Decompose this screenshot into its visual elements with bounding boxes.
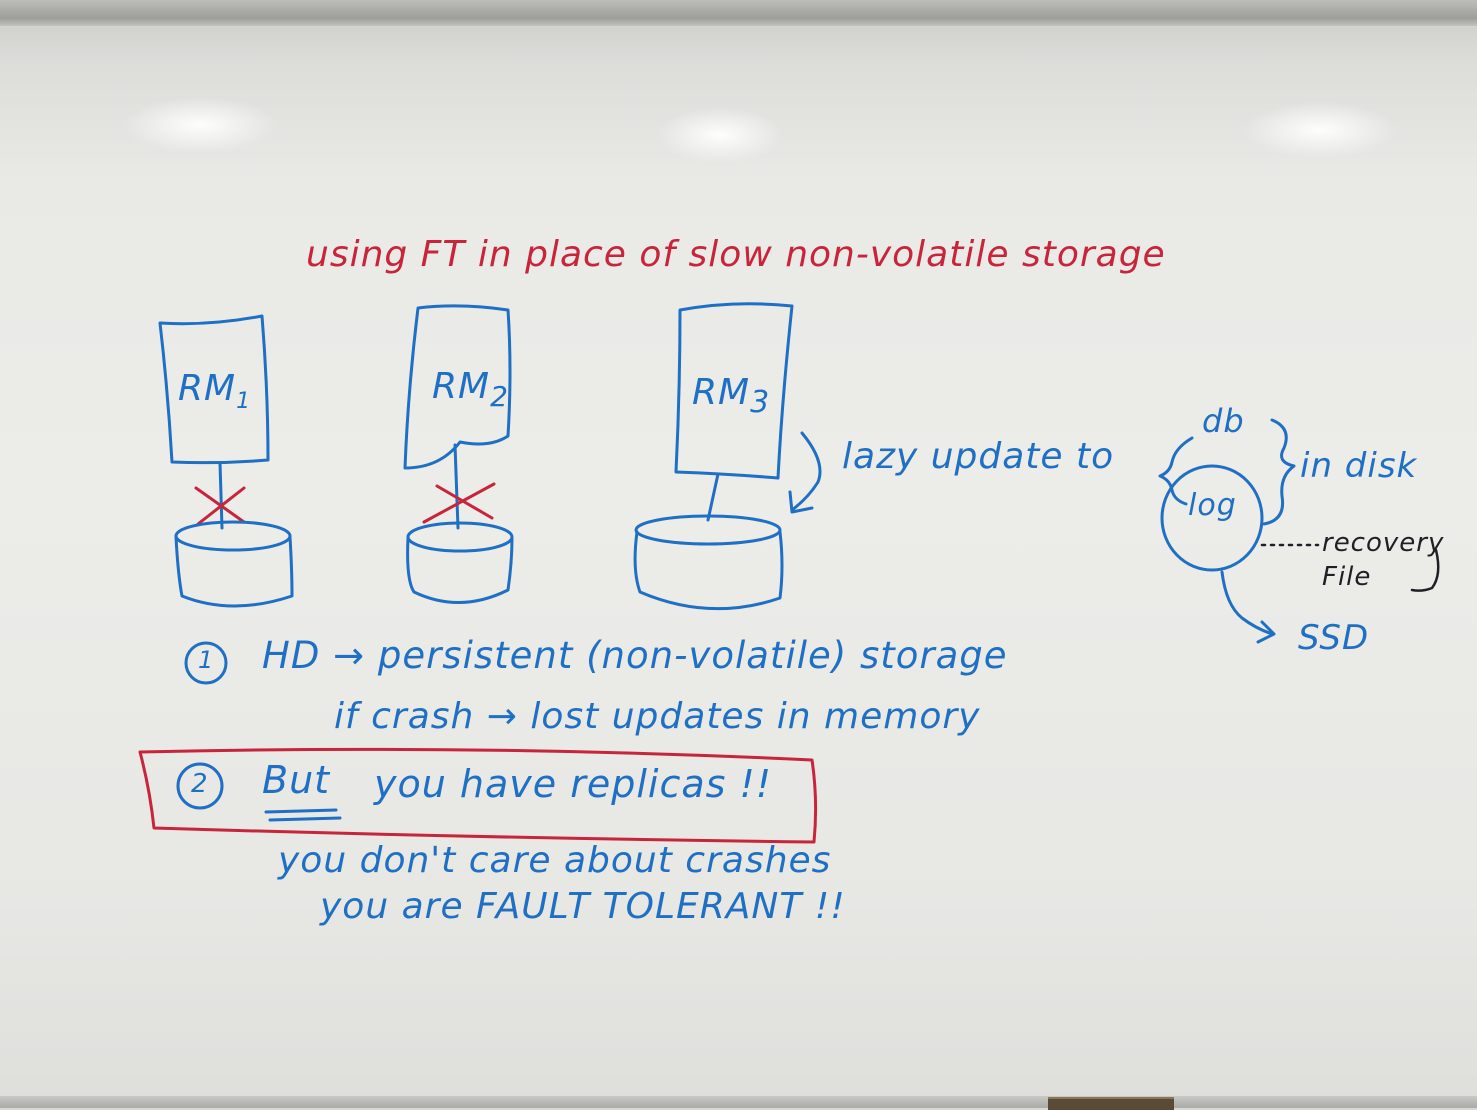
rm1-box [158, 314, 270, 465]
ssd-arrow [1220, 570, 1274, 636]
rm3-link [706, 472, 720, 522]
lazy-update-arrow [790, 431, 822, 512]
point1-text: HD → persistent (non-volatile) storage [262, 634, 1008, 677]
point2-highlight-box [138, 747, 818, 844]
point2-text: you have replicas !! [374, 762, 772, 806]
rm1-label-text: RM [178, 368, 237, 409]
in-disk-label: in disk [1300, 446, 1418, 486]
right-curly-brace [1262, 418, 1296, 526]
board-title: using FT in place of slow non-volatile s… [306, 234, 1166, 275]
ssd-label: SSD [1298, 618, 1370, 658]
rm1-link [218, 461, 224, 530]
rm1-label-sub: 1 [236, 389, 252, 415]
lazy-update-arrowhead [788, 490, 814, 514]
point1-subtext: if crash → lost updates in memory [334, 696, 981, 737]
rm1-label: RM1 [178, 368, 251, 414]
rm1-broken-cross [194, 486, 246, 526]
log-circle [1160, 464, 1264, 572]
rm2-broken-cross [422, 482, 496, 524]
recovery-brace [1410, 548, 1440, 592]
conclusion-line-2: you are FAULT TOLERANT !! [320, 886, 846, 927]
rm3-label-sub: 3 [750, 385, 771, 421]
point1-number: 1 [198, 646, 215, 674]
log-label: log [1188, 488, 1237, 523]
rm2-box [403, 304, 512, 470]
rm2-label-sub: 2 [490, 380, 509, 414]
rm2-link [453, 443, 460, 530]
point1-circle [184, 641, 228, 685]
rm3-label-text: RM [692, 372, 751, 413]
file-label: File [1322, 562, 1372, 592]
rm2-label: RM2 [432, 366, 509, 413]
point2-number: 2 [191, 769, 209, 799]
point2-circle [176, 762, 224, 810]
rm2-label-text: RM [432, 366, 491, 407]
db-label: db [1202, 402, 1245, 440]
recovery-label: recovery [1322, 528, 1445, 558]
conclusion-line-1: you don't care about crashes [278, 840, 832, 881]
left-curly-brace [1158, 436, 1194, 506]
rm3-disk-icon [633, 514, 784, 611]
point2-but: But [262, 758, 331, 802]
eraser [1048, 1097, 1174, 1110]
rm2-disk-icon [406, 521, 514, 604]
ssd-arrowhead [1256, 620, 1276, 644]
but-double-underline [264, 808, 342, 822]
rm3-box [674, 302, 794, 480]
rm1-disk-icon [174, 520, 294, 608]
lazy-update-text: lazy update to [842, 436, 1115, 477]
whiteboard-top-frame [0, 0, 1477, 26]
rm3-label: RM3 [692, 372, 770, 420]
